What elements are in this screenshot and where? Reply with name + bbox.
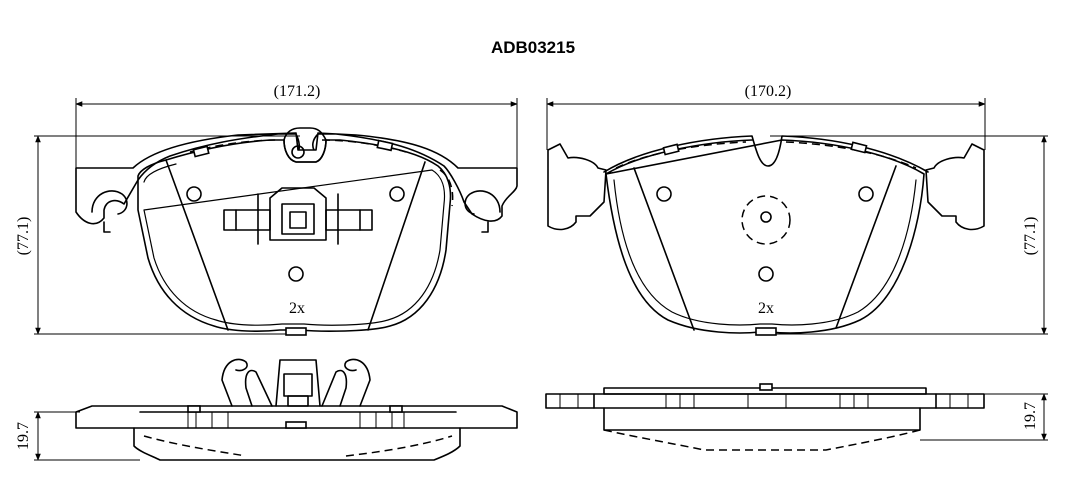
left-thickness-label: 19.7 — [15, 422, 32, 450]
right-mounting-hole — [656, 186, 672, 202]
left-sensor-clip — [269, 187, 327, 241]
left-spring-clip — [221, 358, 273, 407]
part-number-title: ADB03215 — [491, 38, 575, 57]
left-quantity-label: 2x — [289, 300, 305, 317]
right-pad-front-view: (170.2) (77.1) 2x — [546, 83, 1048, 336]
left-mounting-hole — [288, 266, 304, 282]
right-piston-outline — [741, 195, 791, 245]
left-mounting-hole — [186, 186, 202, 202]
right-thickness-label: 19.7 — [1022, 402, 1039, 430]
right-pad-side-view: 19.7 — [545, 383, 1048, 451]
left-height-label: (77.1) — [15, 217, 32, 256]
right-side-backing-plate — [545, 393, 985, 409]
left-width-label: (171.2) — [274, 83, 321, 100]
left-pad-front-view: (171.2) (77.1) — [15, 83, 518, 336]
left-mounting-hole — [389, 186, 405, 202]
right-mounting-hole — [858, 186, 874, 202]
right-height-label: (77.1) — [1022, 217, 1039, 256]
right-mounting-hole — [758, 266, 774, 282]
left-pad-side-view: 19.7 — [15, 358, 518, 461]
right-quantity-label: 2x — [758, 300, 774, 317]
right-width-label: (170.2) — [745, 83, 792, 100]
right-backing-plate — [547, 143, 607, 231]
